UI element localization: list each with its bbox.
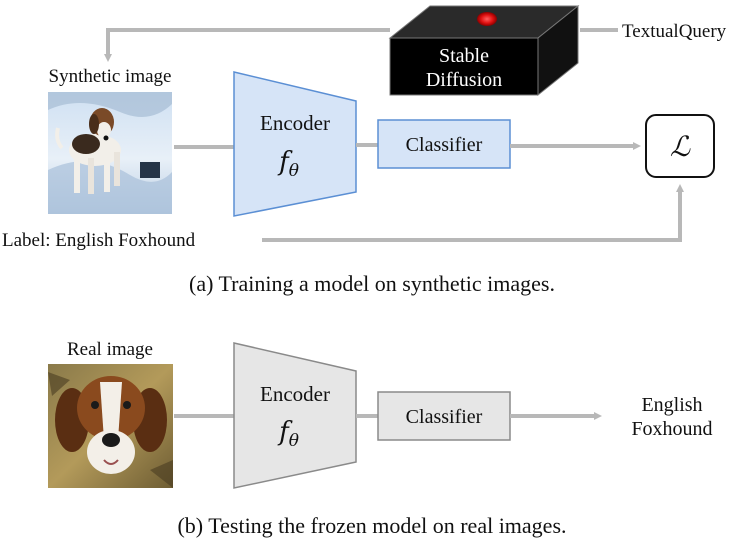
textual-query-label: TextualQuery: [622, 21, 727, 42]
synthetic-image-label: Synthetic image: [49, 66, 172, 87]
prediction-line2: Foxhound: [631, 418, 712, 440]
classifier-a-label: Classifier: [406, 134, 483, 156]
ground-truth-label: Label: English Foxhound: [2, 230, 196, 251]
classifier-a: Classifier: [377, 119, 511, 169]
generator-indicator-light: [477, 12, 497, 26]
real-image-label: Real image: [67, 339, 153, 360]
synthetic-dog-image: [48, 92, 172, 214]
encoder-a-label: Encoder: [260, 111, 330, 135]
encoder-a: Encoder fθ: [233, 71, 357, 217]
caption-b: (b) Testing the frozen model on real ima…: [177, 513, 566, 538]
panel-b-testing: Real image Encoder fθ: [48, 339, 713, 538]
label-to-loss-arrow: [262, 184, 684, 242]
prediction-line1: English: [641, 394, 702, 416]
generator-label-line2: Diffusion: [426, 69, 502, 91]
encoder-b-label: Encoder: [260, 382, 330, 406]
classifier-b: Classifier: [377, 391, 511, 441]
encoder-b: Encoder fθ: [233, 342, 357, 489]
generator-to-image-arrow: [104, 28, 390, 62]
stable-diffusion-box: Stable Diffusion: [388, 4, 580, 97]
caption-a: (a) Training a model on synthetic images…: [189, 271, 555, 296]
loss-symbol: ℒ: [670, 130, 691, 163]
real-dog-image: [48, 364, 173, 488]
classifier-b-label: Classifier: [406, 406, 483, 428]
generator-label-line1: Stable: [439, 45, 489, 67]
panel-a-training: TextualQuery Stable Diffusion Synthetic …: [2, 4, 727, 296]
loss-box: ℒ: [645, 114, 715, 178]
